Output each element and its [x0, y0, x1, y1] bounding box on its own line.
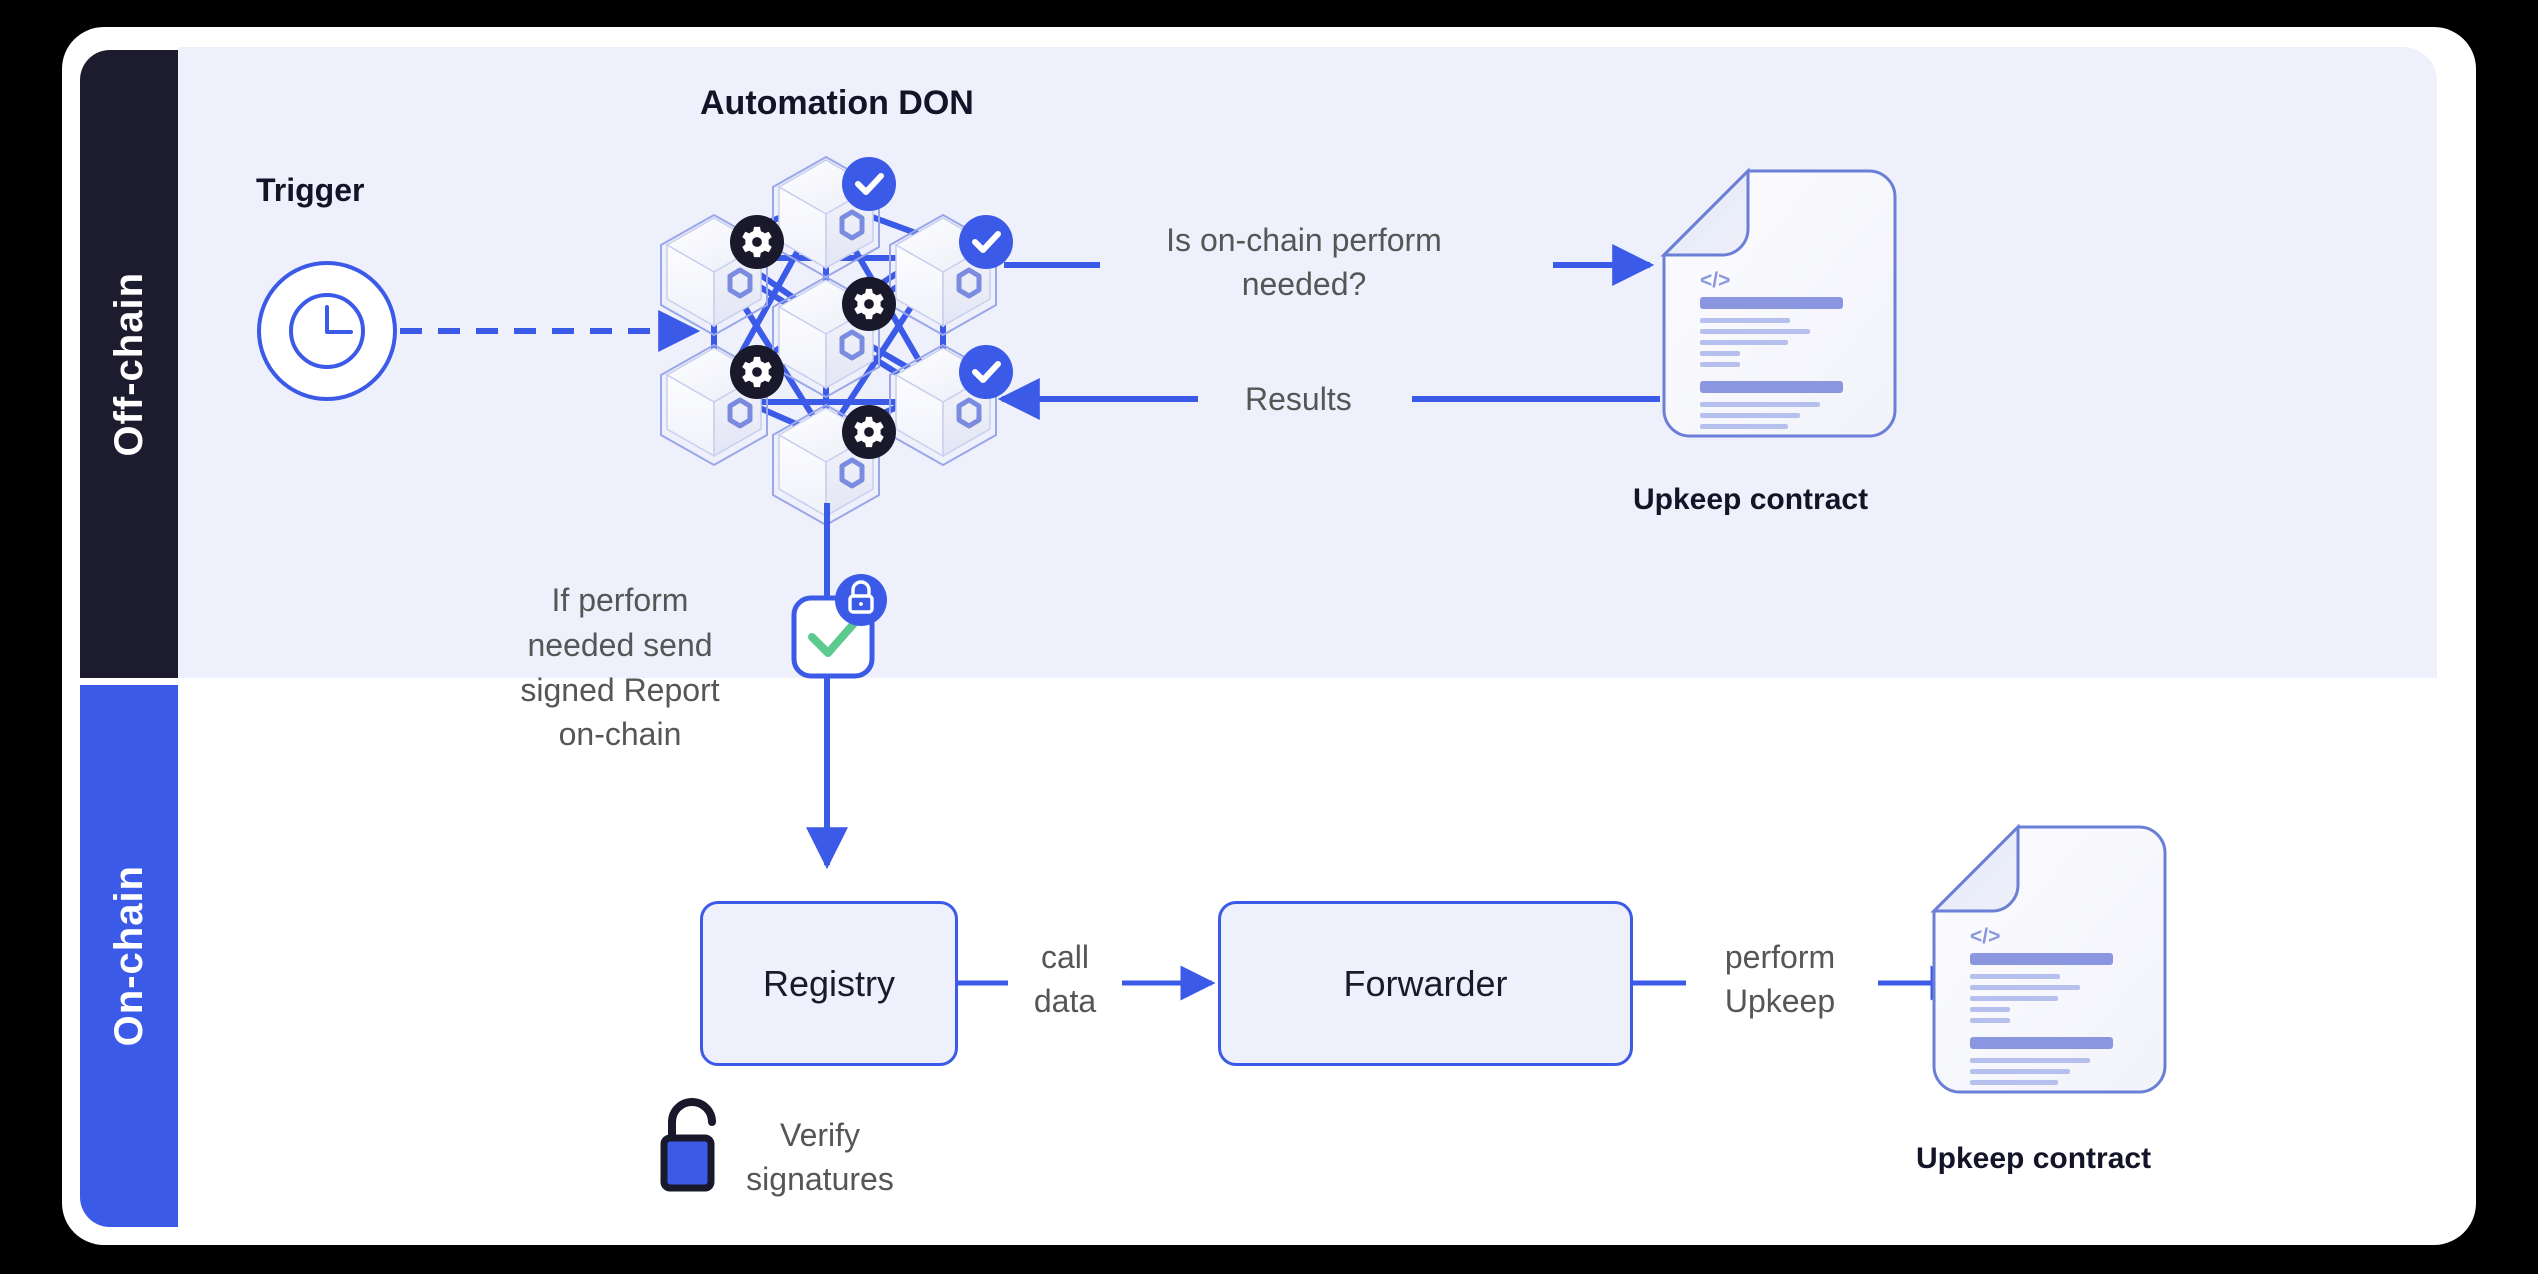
automation-don-title: Automation DON — [700, 84, 974, 122]
upkeep-contract-onchain-label: Upkeep contract — [1916, 1142, 2152, 1175]
forwarder-box[interactable]: Forwarder — [1218, 901, 1633, 1066]
call-data-label: call data — [1033, 939, 1097, 1020]
results-label: Results — [1245, 381, 1352, 417]
offchain-region-background — [178, 47, 2437, 678]
registry-box-label: Registry — [762, 962, 896, 1004]
trigger-label: Trigger — [256, 172, 365, 208]
band-offchain-label: Off-chain — [106, 271, 151, 457]
upkeep-contract-offchain-label: Upkeep contract — [1633, 483, 1869, 516]
verify-signatures-label: Verify signatures — [746, 1117, 894, 1198]
band-onchain: On-chain — [80, 685, 178, 1227]
onchain-perform-question-label: Is on-chain perform needed? — [1166, 222, 1442, 303]
band-onchain-label: On-chain — [106, 865, 151, 1047]
band-offchain: Off-chain — [80, 50, 178, 678]
perform-upkeep-label: perform Upkeep — [1724, 939, 1836, 1020]
registry-box[interactable]: Registry — [700, 901, 958, 1066]
signed-report-label: If perform needed send signed Report on-… — [520, 582, 720, 753]
forwarder-box-label: Forwarder — [1343, 962, 1508, 1004]
